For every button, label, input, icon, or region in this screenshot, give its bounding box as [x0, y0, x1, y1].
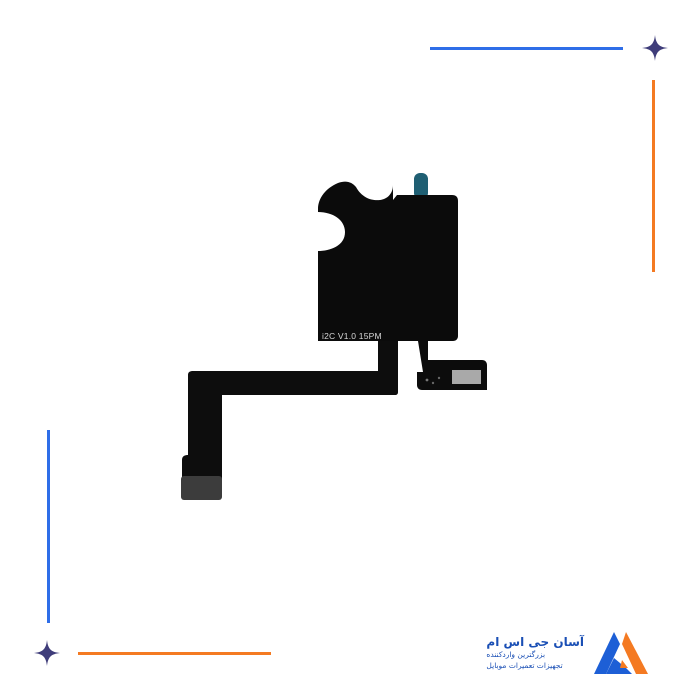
left-blue-line: [47, 430, 50, 623]
brand-name: آسان جی اس ام: [486, 635, 584, 649]
sparkle-star-icon-top: [642, 35, 668, 61]
right-orange-line: [652, 80, 655, 272]
sensor-window: [452, 370, 481, 384]
main-board: [318, 181, 458, 341]
silkscreen-label: i2C V1.0 15PM: [322, 331, 382, 341]
brand-tagline-1: بزرگترین واردکننده: [486, 650, 546, 659]
brand-triangle-logo-icon: [594, 632, 648, 674]
brand-logo: آسان جی اس ام بزرگترین واردکننده تجهیزات…: [486, 630, 652, 676]
flex-strip: [182, 341, 398, 495]
teal-tab: [414, 173, 428, 199]
metal-contact-pad: [181, 476, 222, 500]
bottom-orange-line: [78, 652, 271, 655]
brand-tagline-2: تجهیزات تعمیرات موبایل: [486, 661, 563, 670]
top-blue-line: [430, 47, 623, 50]
sparkle-star-icon-bottom: [34, 640, 60, 666]
